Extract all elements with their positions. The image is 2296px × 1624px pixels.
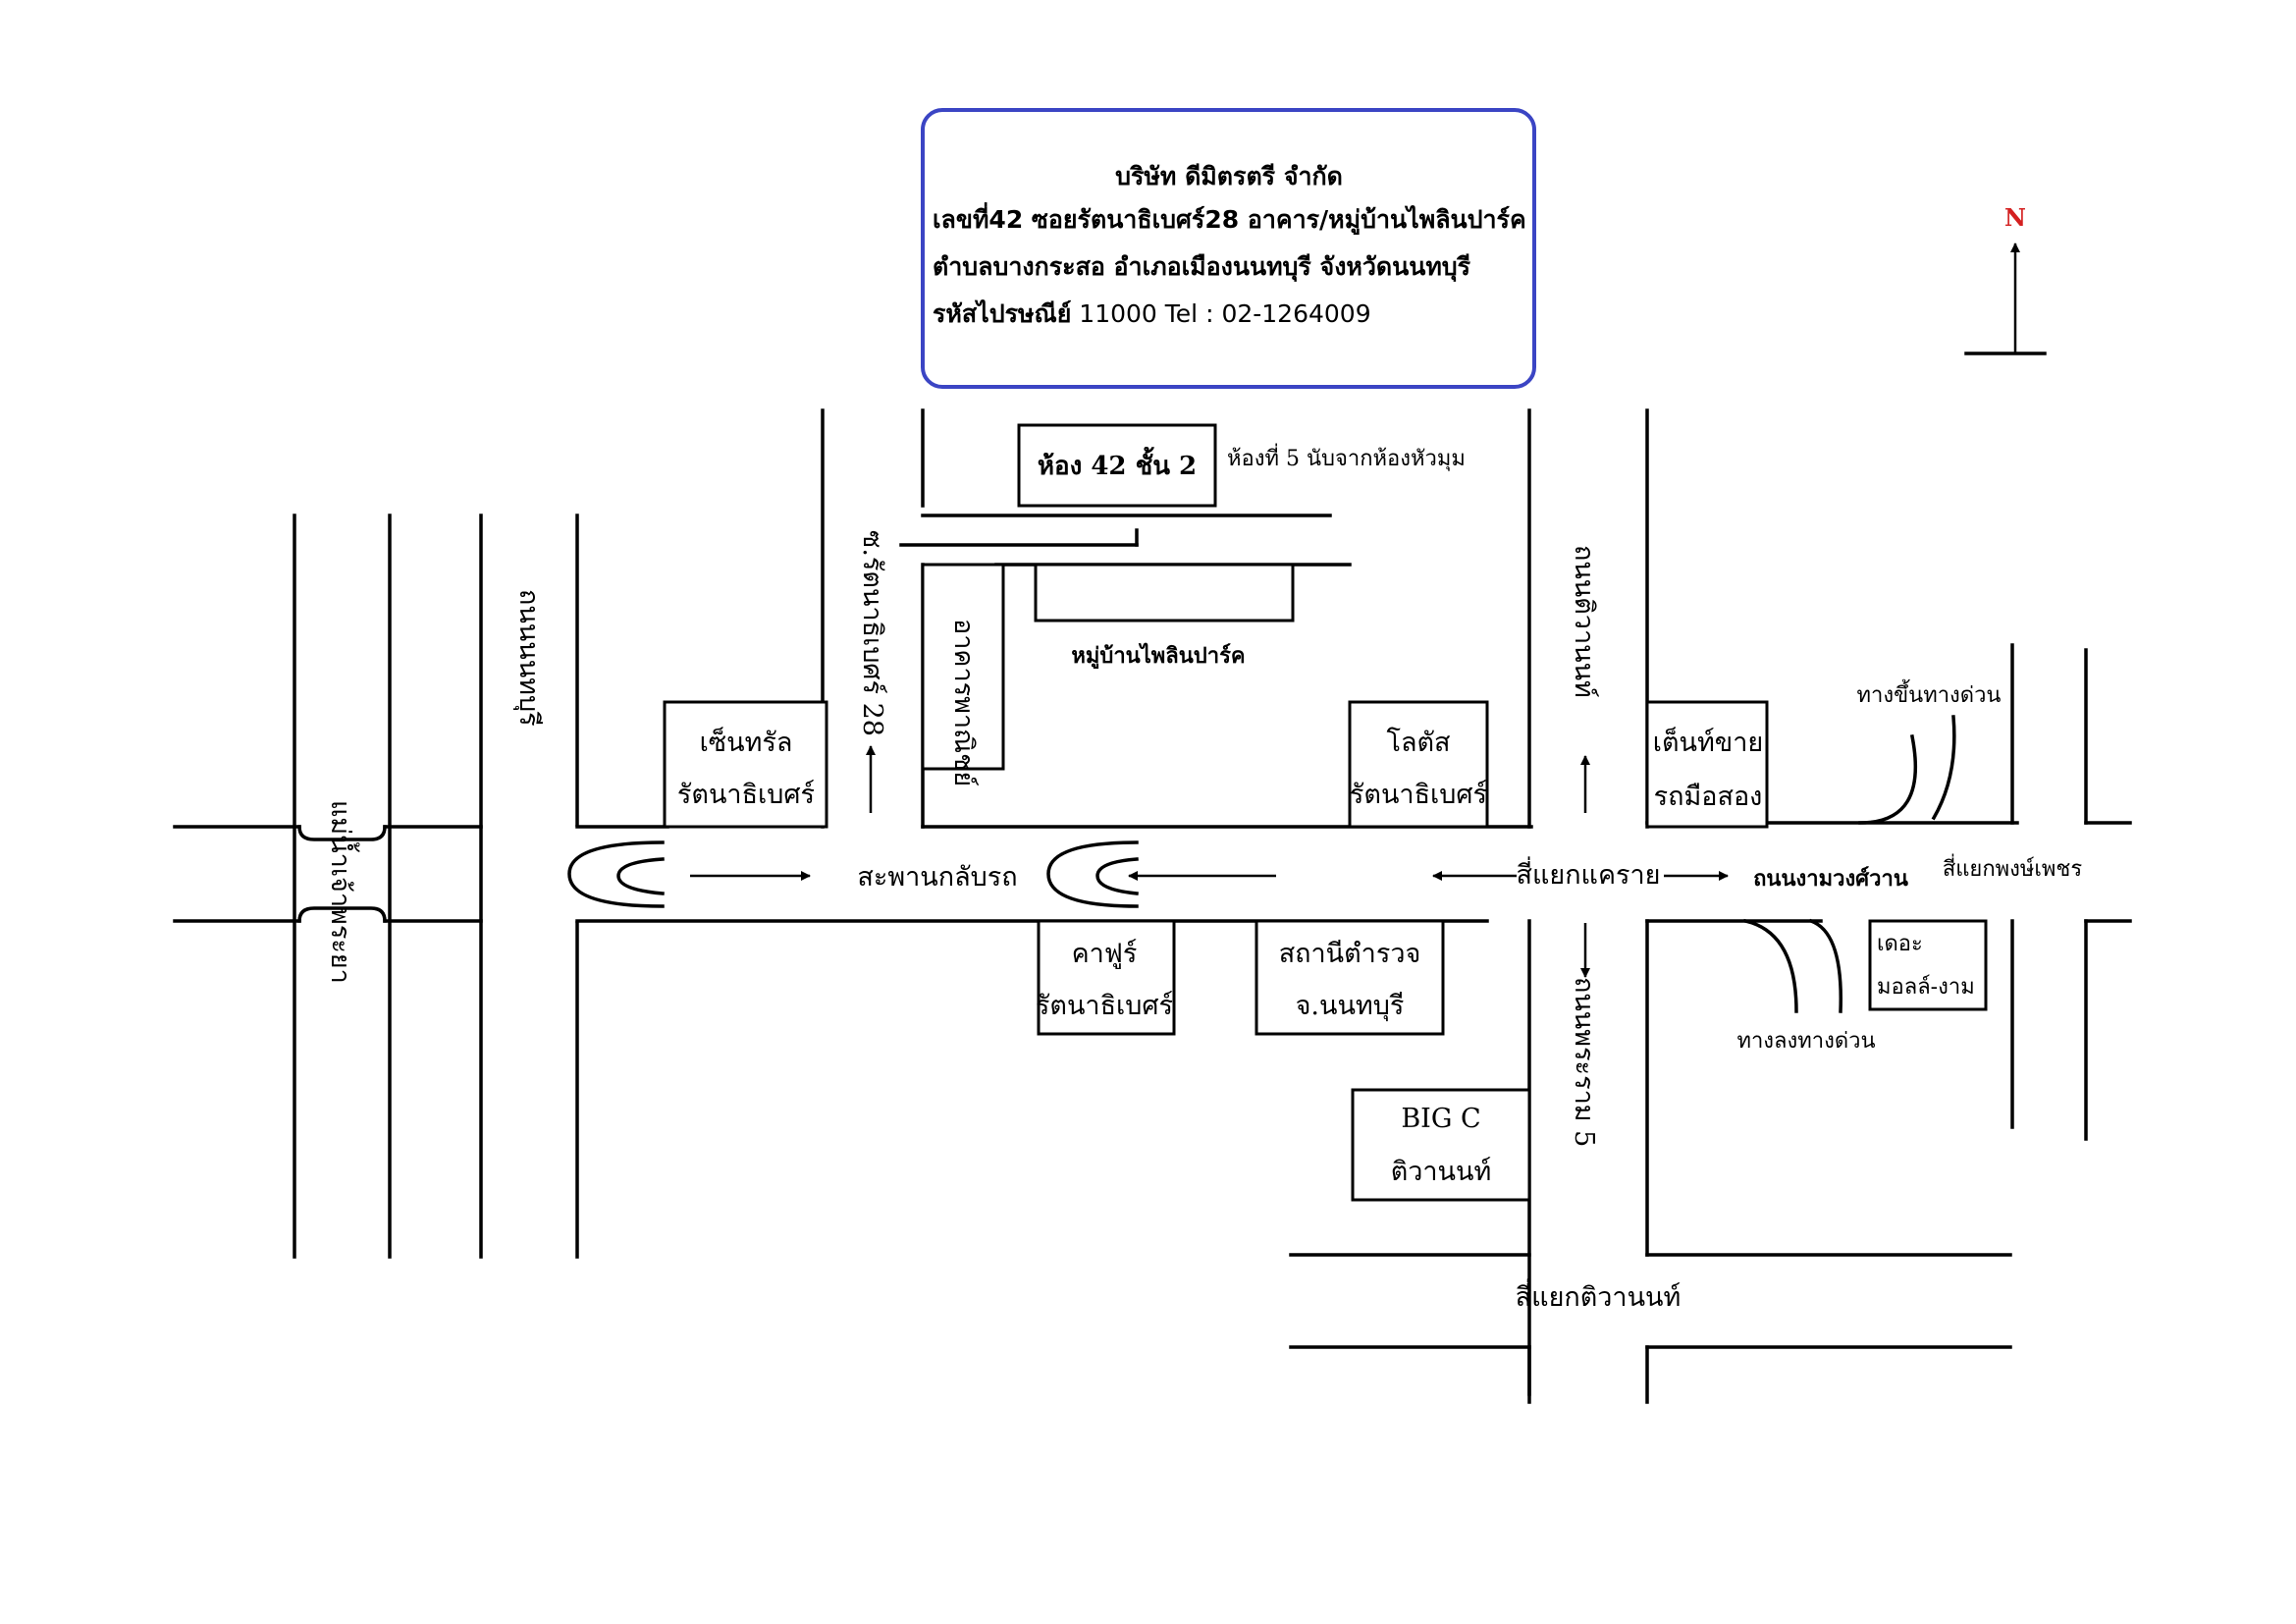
- central-label-2: รัตนาธิเบศร์: [677, 779, 815, 810]
- road-network: [173, 408, 2132, 1404]
- ngam-wong-wan-label: ถนนงามวงศ์วาน: [1753, 866, 1908, 892]
- direction-arrows: [690, 745, 1729, 978]
- car-tent-label-1: เต็นท์ขาย: [1653, 725, 1763, 758]
- central-box: [663, 700, 828, 829]
- central-label-1: เซ็นทรัล: [700, 725, 793, 758]
- buildings: [663, 423, 1988, 1202]
- north-arrow-icon: N: [1964, 203, 2047, 355]
- nonthaburi-road-label: ถนนนนทบุรี: [512, 589, 544, 727]
- mall-label-1: เดอะ: [1877, 932, 1923, 956]
- commercial-building-block: [921, 563, 1005, 771]
- room-note: ห้องที่ 5 นับจากห้องหัวมุม: [1227, 443, 1466, 471]
- police-label-2: จ.นนทบุรี: [1296, 991, 1405, 1022]
- lotus-box: [1348, 700, 1489, 829]
- car-tent-box: [1645, 700, 1769, 829]
- rama5-road-label: ถนนพระราม 5: [1569, 977, 1599, 1147]
- village-label: หมู่บ้านไพลินปาร์ค: [1071, 642, 1245, 670]
- room-label: ห้อง 42 ชั้น 2: [1038, 446, 1197, 481]
- police-label-1: สถานีตำรวจ: [1279, 939, 1421, 969]
- bigc-box: [1351, 1088, 1531, 1202]
- khae-rai-junction: สี่แยกแคราย: [1517, 856, 1661, 891]
- village-block: [1034, 563, 1295, 623]
- mall-label-2: มอลล์-งาม: [1877, 975, 1975, 1000]
- carrefour-box: [1037, 919, 1176, 1036]
- address-line-2: ตำบลบางกระสอ อำเภอเมืองนนทบุรี จังหวัดนน…: [933, 252, 1471, 283]
- north-label: N: [2004, 203, 2026, 232]
- river-label: แม่น้ำเจ้าพระยา: [325, 800, 360, 984]
- company-name: บริษัท ดีมิตรตรี จำกัด: [1115, 162, 1343, 190]
- carrefour-label-2: รัตนาธิเบศร์: [1036, 990, 1173, 1021]
- tiwanon-junction: สี่แยกติวานนท์: [1516, 1278, 1682, 1313]
- lotus-label-1: โลตัส: [1386, 728, 1450, 758]
- address-border: [921, 108, 1536, 389]
- address-line-1: เลขที่42 ซอยรัตนาธิเบศร์28 อาคาร/หมู่บ้า…: [933, 202, 1526, 236]
- bigc-label-2: ติวานนท์: [1391, 1156, 1492, 1187]
- expressway-down: ทางลงทางด่วน: [1736, 1029, 1875, 1054]
- postal-tel-line: รหัสไปรษณีย์ 11000 Tel : 02-1264009: [933, 298, 1371, 328]
- tiwanon-road-label: ถนนติวานนท์: [1569, 545, 1600, 698]
- postal-label: รหัสไปรษณีย์: [933, 298, 1071, 328]
- building-label: อาคารพาณิชย์: [948, 619, 980, 786]
- address-box: บริษัท ดีมิตรตรี จำกัด เลขที่42 ซอยรัตนา…: [921, 108, 1536, 389]
- room-box: [1017, 423, 1217, 508]
- police-box: [1255, 919, 1445, 1036]
- lotus-label-2: รัตนาธิเบศร์: [1350, 779, 1487, 810]
- soi-28-label: ซ.รัตนาธิเบศร์ 28: [857, 530, 888, 736]
- mall-box: [1868, 919, 1988, 1011]
- car-tent-label-2: รถมือสอง: [1654, 782, 1763, 812]
- carrefour-label-1: คาฟูร์: [1072, 938, 1138, 969]
- u-turn-label: สะพานกลับรถ: [857, 862, 1017, 893]
- phong-phet-junction: สี่แยกพงษ์เพชร: [1943, 853, 2083, 882]
- expressway-up: ทางขึ้นทางด่วน: [1857, 679, 2002, 708]
- labels: ห้อง 42 ชั้น 2 ห้องที่ 5 นับจากห้องหัวมุ…: [325, 443, 2082, 1313]
- postal-tel: 11000 Tel : 02-1264009: [1071, 299, 1370, 328]
- bigc-label-1: BIG C: [1401, 1104, 1480, 1134]
